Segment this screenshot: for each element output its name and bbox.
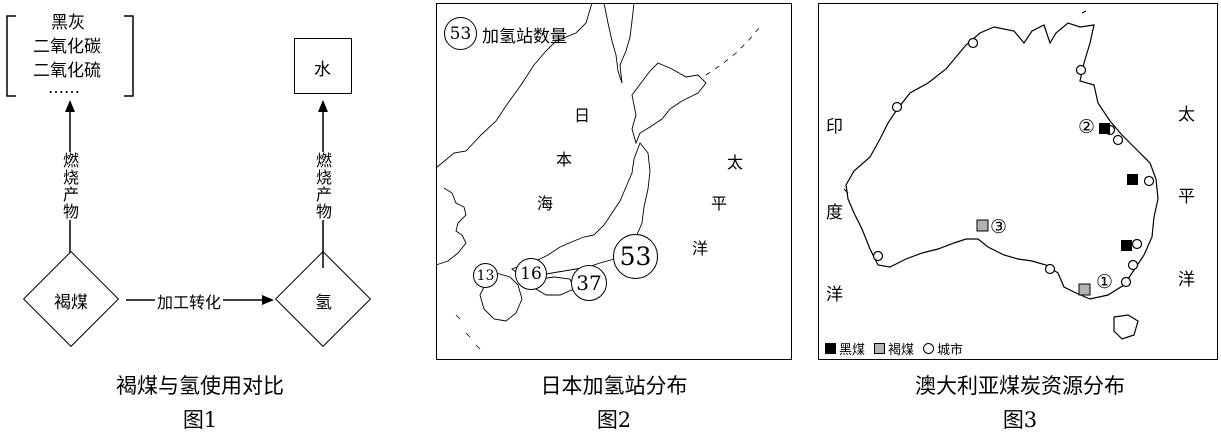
city-marker (1131, 238, 1143, 250)
ocean-char-1: 太 (727, 153, 744, 172)
figure2-number: 图2 (596, 408, 632, 432)
black-coal-legend-label: 黑煤 (839, 343, 866, 358)
hokkaido-coast (631, 62, 707, 145)
city-marker (1120, 276, 1132, 288)
black-coal-marker (1121, 240, 1132, 251)
australia-map (843, 10, 1159, 340)
legend-station-text: 加氢站数量 (482, 27, 567, 47)
city-legend-label: 城市 (937, 343, 964, 358)
indian-ocean-char-1: 印 (826, 117, 843, 137)
sea-char-2: 本 (556, 150, 573, 169)
station-circle-37: 37 (571, 265, 607, 301)
station-circle-53: 53 (613, 234, 658, 279)
lignite-legend-label: 褐煤 (888, 343, 915, 358)
product-ellipsis: …… (48, 78, 80, 97)
station-circle-16: 16 (515, 258, 547, 290)
product-black-ash: 黑灰 (51, 13, 85, 33)
station-count-13: 13 (476, 267, 495, 284)
city-marker (1044, 263, 1056, 275)
lignite-label: 褐煤 (54, 293, 88, 313)
australia-legend: 黑煤 褐煤 城市 (825, 339, 963, 358)
marker-label-2: ② (1078, 116, 1096, 138)
combustion-label-right: 燃烧产物 (313, 152, 332, 220)
japan-map (435, 2, 761, 350)
legend-station-circle: 53 (444, 17, 477, 50)
combustion-label-left: 燃烧产物 (60, 152, 79, 220)
hydrogen-label: 氢 (315, 293, 332, 313)
city-marker (891, 101, 903, 113)
ocean-char-2: 平 (711, 194, 728, 213)
city-marker (1075, 64, 1087, 76)
indian-ocean-char-2: 度 (826, 203, 843, 223)
figure1-caption: 褐煤与氢使用对比 (116, 374, 284, 398)
figure1-number: 图1 (182, 408, 218, 432)
lignite-marker (976, 219, 989, 232)
process-label: 加工转化 (155, 289, 224, 313)
station-count-53: 53 (619, 242, 652, 271)
sea-char-3: 海 (537, 194, 554, 213)
product-co2: 二氧化碳 (33, 37, 101, 57)
ocean-char-3: 洋 (692, 239, 709, 258)
water-box (294, 38, 352, 94)
figure2-caption: 日本加氢站分布 (540, 374, 688, 398)
figure3-number: 图3 (1002, 408, 1038, 432)
lignite-legend-icon (874, 343, 886, 354)
city-marker (1112, 134, 1124, 146)
australia-map-frame (818, 3, 1218, 360)
black-coal-marker (1127, 174, 1138, 185)
city-marker (1127, 259, 1139, 271)
station-count-16: 16 (520, 264, 542, 284)
legend-station-value: 53 (449, 23, 472, 44)
city-marker (872, 250, 884, 262)
products-bracket (6, 15, 134, 97)
marker-label-1: ① (1096, 271, 1114, 293)
kyushu-coast (479, 272, 523, 322)
pacific-ocean-char-1: 太 (1178, 105, 1195, 125)
pacific-ocean-char-3: 洋 (1178, 270, 1195, 290)
australia-coast (845, 22, 1159, 300)
lignite-marker (1078, 283, 1091, 296)
city-legend-icon (923, 343, 935, 354)
indian-ocean-char-3: 洋 (826, 285, 843, 305)
black-coal-marker (1099, 123, 1110, 134)
black-coal-legend-icon (825, 343, 836, 354)
station-count-37: 37 (576, 271, 602, 295)
figure3-caption: 澳大利亚煤炭资源分布 (915, 374, 1125, 398)
shikoku-coast (535, 276, 575, 296)
japan-map-frame (436, 3, 792, 360)
tasmania-coast (1113, 314, 1139, 340)
city-marker (967, 37, 979, 49)
asia-coast (435, 2, 593, 169)
sea-char-1: 日 (574, 106, 591, 125)
sakhalin-coast (603, 2, 635, 84)
marker-label-3: ③ (990, 216, 1008, 238)
water-label: 水 (314, 60, 331, 80)
city-marker (1143, 175, 1155, 187)
product-so2: 二氧化硫 (33, 61, 101, 81)
station-circle-13: 13 (473, 263, 498, 288)
pacific-ocean-char-2: 平 (1178, 187, 1195, 207)
korea-coast (435, 187, 467, 266)
